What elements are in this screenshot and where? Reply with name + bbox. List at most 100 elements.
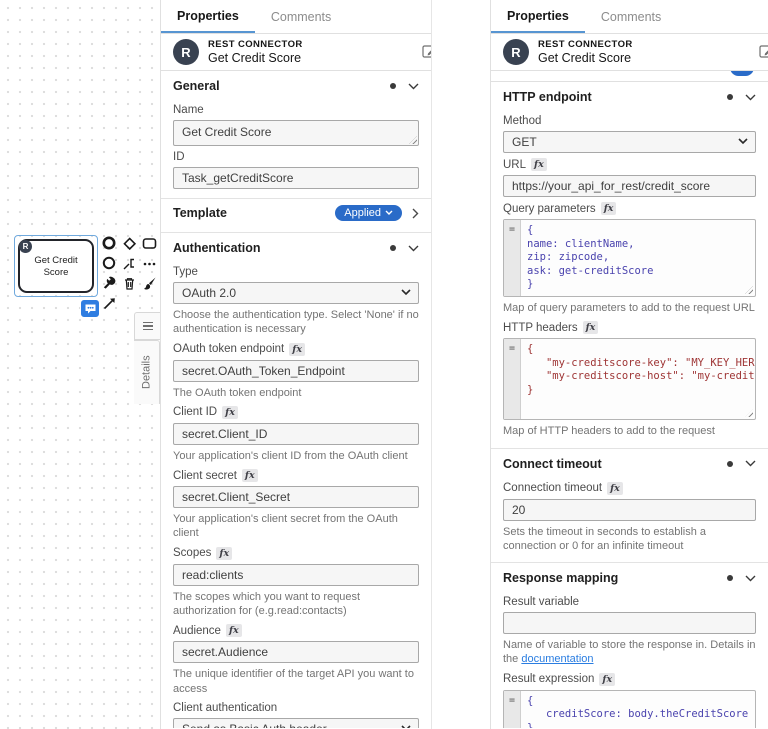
field-label: Audience — [173, 624, 221, 637]
method-select[interactable]: GET — [503, 131, 756, 153]
connector-type-label: REST CONNECTOR — [208, 39, 303, 50]
comment-badge-icon[interactable] — [80, 299, 100, 318]
feel-fx-icon[interactable]: fx — [225, 624, 242, 638]
client-id-hint: Your application's client ID from the OA… — [173, 449, 408, 462]
scopes-input[interactable] — [173, 563, 419, 586]
feel-fx-icon[interactable]: fx — [289, 342, 306, 356]
panel-scroll-right[interactable]: HTTP endpoint Method GET URL fx Query pa… — [491, 82, 768, 728]
name-input[interactable]: Get Credit Score — [173, 120, 419, 146]
scopes-hint: The scopes which you want to request aut… — [173, 590, 361, 618]
result-expression-editor[interactable]: = { creditScore: body.theCreditScore } — [503, 689, 756, 728]
result-variable-label: Result variable — [503, 596, 580, 609]
section-connect-timeout[interactable]: Connect timeout — [491, 449, 768, 477]
details-tab[interactable]: Details — [134, 312, 160, 404]
connector-header: R REST CONNECTOR Get Credit Score — [161, 34, 431, 71]
query-parameters-hint: Map of query parameters to add to the re… — [503, 302, 755, 314]
template-applied-badge[interactable]: Applied — [335, 205, 402, 221]
chevron-down-icon — [745, 575, 756, 582]
details-tab-label[interactable]: Details — [134, 340, 160, 404]
connection-timeout-input[interactable] — [503, 498, 756, 521]
append-text-annotation-icon[interactable] — [121, 255, 137, 271]
chevron-down-icon — [401, 289, 411, 296]
modified-dot-icon — [727, 575, 733, 582]
more-options-icon[interactable] — [141, 255, 157, 271]
connector-name: Get Credit Score — [538, 51, 632, 65]
feel-equals-gutter: = — [504, 339, 521, 420]
feel-fx-icon[interactable]: fx — [607, 481, 623, 495]
name-label: Name — [173, 104, 204, 116]
task-get-credit-score[interactable]: Get Credit Score — [18, 239, 94, 293]
edit-icon[interactable] — [759, 43, 768, 59]
edit-icon[interactable] — [422, 43, 431, 59]
client-secret-input[interactable] — [173, 486, 419, 509]
append-gateway-icon[interactable] — [121, 235, 137, 251]
append-intermediate-event-icon[interactable] — [101, 255, 117, 271]
field-label: URL — [503, 158, 527, 171]
rest-connector-icon: R — [19, 240, 32, 253]
oauth-token-endpoint-hint: The OAuth token endpoint — [173, 386, 302, 399]
divider — [491, 562, 768, 564]
chevron-right-icon — [412, 208, 419, 218]
wrench-icon[interactable] — [101, 275, 117, 291]
chevron-down-icon — [408, 245, 419, 251]
section-authentication[interactable]: Authentication — [161, 233, 431, 261]
tab-properties[interactable]: Properties — [161, 0, 255, 33]
modified-dot-icon — [390, 83, 396, 89]
modified-dot-icon — [727, 94, 733, 100]
feel-fx-icon[interactable]: fx — [222, 405, 238, 419]
section-general[interactable]: General — [161, 71, 431, 99]
append-end-event-icon[interactable] — [101, 235, 117, 251]
divider — [491, 447, 768, 449]
http-headers-code[interactable]: { "my-creditscore-key": "MY_KEY_HER "my-… — [527, 343, 755, 396]
field-label: OAuth token endpoint — [173, 343, 285, 356]
paintbrush-icon[interactable] — [141, 275, 157, 291]
http-headers-hint: Map of HTTP headers to add to the reques… — [503, 425, 715, 438]
section-http-endpoint[interactable]: HTTP endpoint — [491, 82, 768, 110]
client-secret-hint: Your application's client secret from th… — [173, 513, 398, 540]
result-variable-input[interactable] — [503, 612, 756, 635]
bpmn-canvas[interactable]: Get Credit Score R — [0, 0, 160, 729]
documentation-link[interactable]: documentation — [521, 653, 594, 666]
url-input[interactable] — [503, 175, 756, 197]
connect-arrow-icon[interactable] — [101, 295, 117, 311]
result-expression-code[interactable]: { creditScore: body.theCreditScore } — [527, 694, 749, 728]
feel-fx-icon[interactable]: fx — [582, 321, 599, 335]
tab-comments[interactable]: Comments — [600, 9, 662, 24]
query-parameters-label: Query parameters fx — [503, 202, 756, 215]
http-headers-label: HTTP headers fx — [503, 321, 756, 335]
resize-grip-icon[interactable] — [745, 286, 753, 294]
append-task-icon[interactable] — [141, 235, 157, 251]
trash-icon[interactable] — [121, 275, 137, 291]
field-label: Client ID — [173, 406, 218, 419]
method-label: Method — [503, 115, 542, 127]
oauth-token-endpoint-input[interactable] — [173, 359, 419, 382]
feel-fx-icon[interactable]: fx — [531, 158, 547, 171]
feel-fx-icon[interactable]: fx — [241, 469, 258, 483]
feel-equals-gutter: = — [504, 220, 521, 296]
field-label: Scopes — [173, 547, 212, 560]
panel-scroll-left[interactable]: General Name Get Credit Score ID Templat… — [161, 71, 431, 728]
template-applied-badge-clipped[interactable] — [730, 71, 754, 76]
http-headers-editor[interactable]: = { "my-creditscore-key": "MY_KEY_HER "m… — [503, 338, 756, 421]
tab-properties[interactable]: Properties — [491, 0, 585, 33]
client-id-input[interactable] — [173, 422, 419, 445]
feel-fx-icon[interactable]: fx — [600, 202, 617, 215]
section-response-mapping[interactable]: Response mapping — [491, 563, 768, 591]
query-parameters-code[interactable]: { name: clientName, zip: zipcode, ask: g… — [527, 224, 654, 290]
audience-input[interactable] — [173, 641, 419, 664]
auth-type-select[interactable]: OAuth 2.0 — [173, 282, 419, 304]
id-input[interactable] — [173, 167, 419, 189]
properties-panel-right: Properties Comments R REST CONNECTOR Get… — [490, 0, 768, 729]
query-parameters-editor[interactable]: = { name: clientName, zip: zipcode, ask:… — [503, 219, 756, 297]
context-pad — [101, 235, 157, 311]
feel-fx-icon[interactable]: fx — [216, 546, 233, 560]
client-authentication-select[interactable]: Send as Basic Auth header — [173, 717, 419, 728]
feel-fx-icon[interactable]: fx — [599, 672, 616, 686]
details-grip-icon[interactable] — [134, 312, 160, 340]
tab-comments[interactable]: Comments — [270, 9, 332, 24]
resize-grip-icon[interactable] — [409, 136, 417, 144]
section-title: Connect timeout — [503, 456, 602, 471]
resize-grip-icon[interactable] — [745, 409, 753, 418]
template-row[interactable]: Template Applied — [161, 199, 431, 223]
section-title: Authentication — [173, 241, 261, 255]
